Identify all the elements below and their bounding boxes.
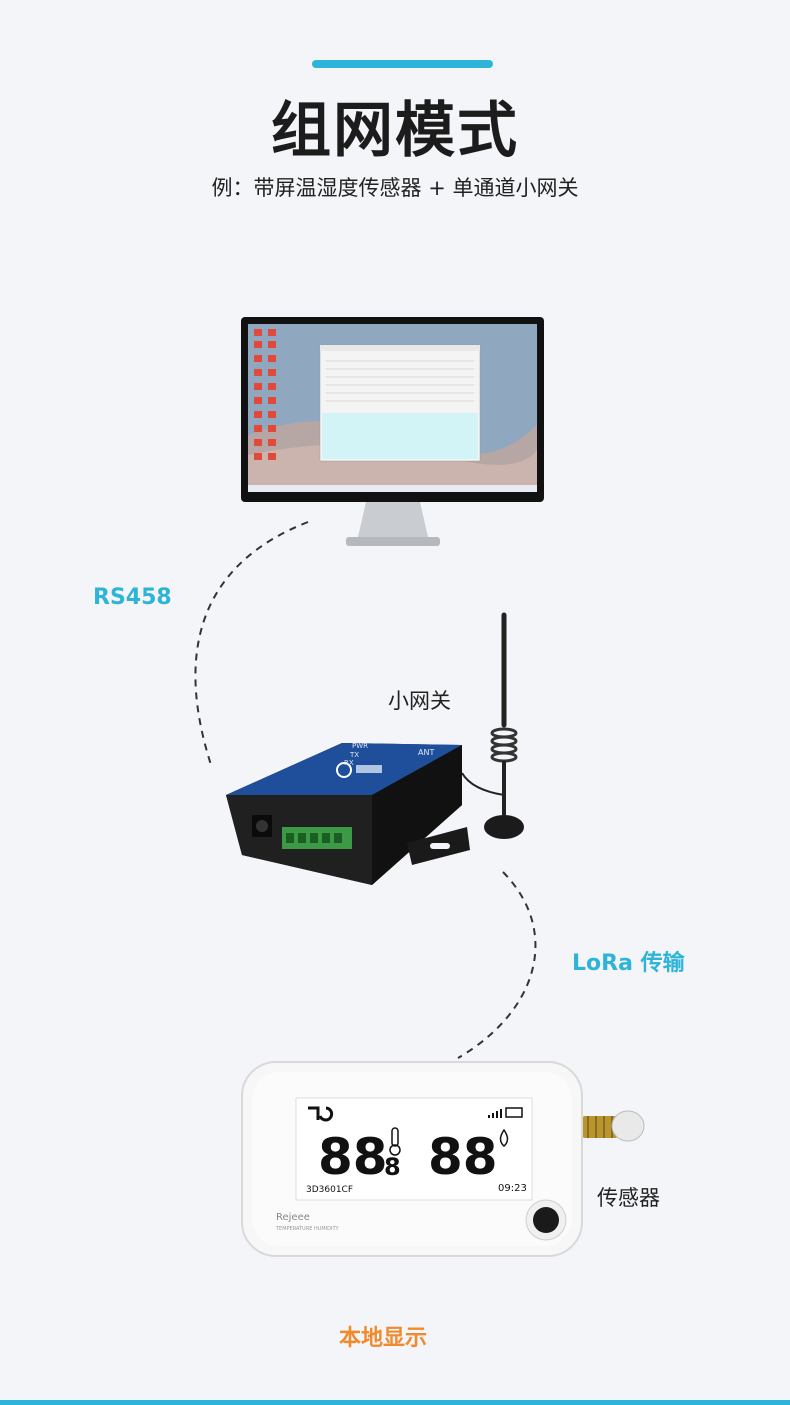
display-digits-left: 88 xyxy=(318,1128,388,1186)
gateway-rx-text: RX xyxy=(344,759,354,767)
gateway-tx-text: TX xyxy=(349,751,359,759)
display-digits-right: 88 xyxy=(428,1128,498,1186)
lora-dashed-link xyxy=(457,871,537,1059)
lora-link-label: LoRa 传输 xyxy=(572,951,685,976)
sensor-label: 传感器 xyxy=(597,1186,660,1210)
local-display-label: 本地显示 xyxy=(339,1326,428,1351)
gateway-ant-text: ANT xyxy=(418,748,434,757)
page-subtitle: 例：带屏温湿度传感器 + 单通道小网关 xyxy=(211,176,579,200)
gateway-pwr-text: PWR xyxy=(352,742,368,750)
sensor-brand: Rejeee xyxy=(276,1212,310,1223)
computer-monitor xyxy=(241,317,544,546)
sensor-device-id: 3D3601CF xyxy=(306,1185,353,1195)
header-accent-bar xyxy=(312,60,493,68)
rs-link-label: RS458 xyxy=(93,585,172,610)
display-digit-small: 8 xyxy=(384,1153,401,1181)
sensor-time: 09:23 xyxy=(498,1183,527,1194)
footer-accent-line xyxy=(0,1400,790,1405)
page-title: 组网模式 xyxy=(271,96,519,166)
rs-dashed-link xyxy=(194,521,309,769)
sensor-caption: TEMPERATURE HUMIDITY xyxy=(275,1226,340,1232)
sensor-device: 88 8 88 3D3601CF 09:23 Rejeee TEMPERATUR… xyxy=(241,1061,645,1257)
gateway-label: 小网关 xyxy=(388,689,451,713)
gateway-device: PWR TX RX ANT xyxy=(226,612,524,885)
